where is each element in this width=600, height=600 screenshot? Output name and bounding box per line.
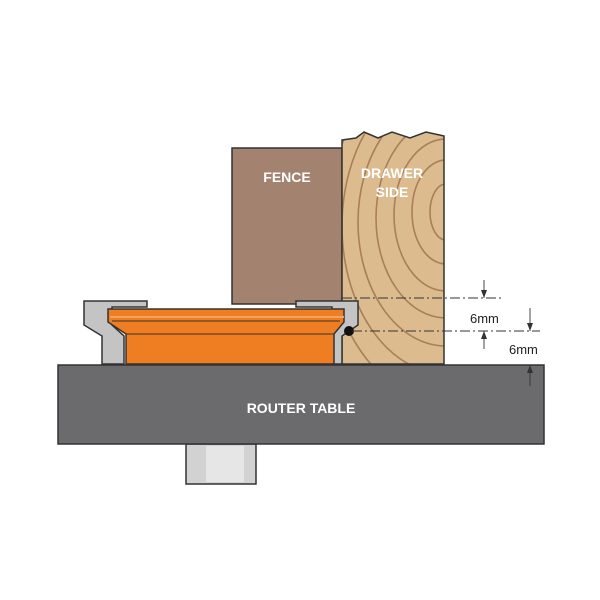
dimension-lower-label: 6mm: [509, 342, 538, 357]
fence-label: FENCE: [263, 169, 310, 185]
fence: [231, 147, 343, 305]
router-table-label: ROUTER TABLE: [247, 400, 356, 416]
dimension-upper-label: 6mm: [470, 311, 499, 326]
router-table: [57, 364, 545, 445]
router-bit-cutter: [107, 308, 345, 365]
router-shaft-highlight: [206, 446, 244, 482]
drawer-side: DRAWER SIDE: [341, 131, 445, 365]
drawer-side-label-line1: DRAWER: [361, 165, 423, 181]
bearing-dot: [344, 326, 354, 336]
dimension-arrowheads: [481, 290, 533, 373]
drawer-side-label-line2: SIDE: [376, 184, 409, 200]
